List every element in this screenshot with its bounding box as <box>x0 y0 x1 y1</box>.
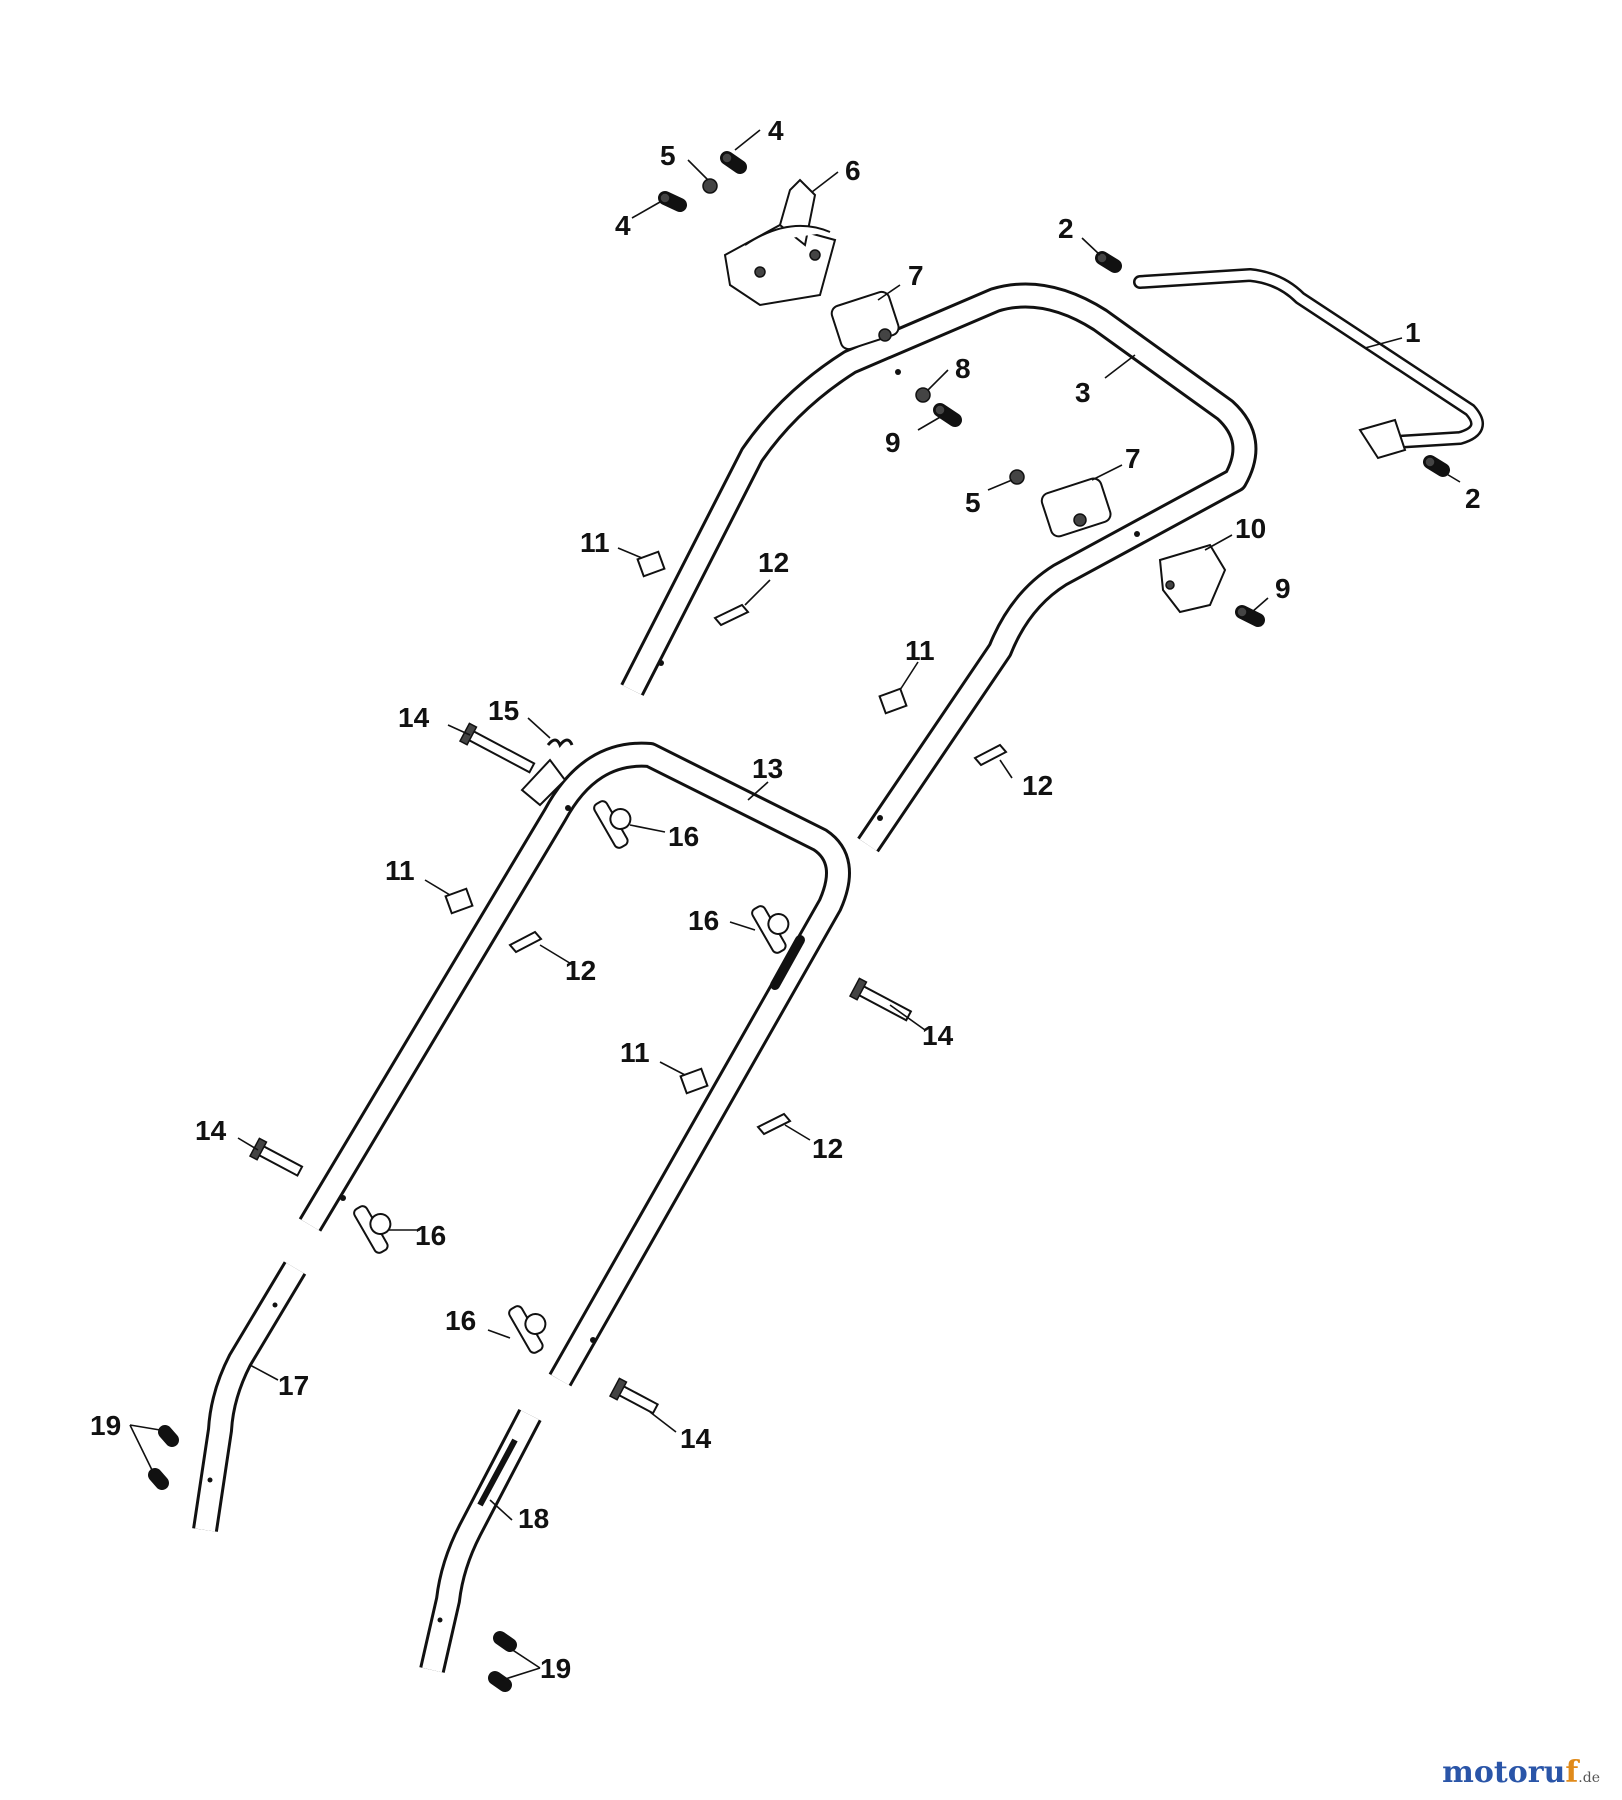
callout-6: 6 <box>845 155 861 186</box>
callout-12: 12 <box>1022 770 1053 801</box>
callout-16: 16 <box>445 1305 476 1336</box>
callout-5: 5 <box>965 487 981 518</box>
callout-3: 3 <box>1075 377 1091 408</box>
knob-part-16 <box>353 800 790 1354</box>
leader-lines <box>129 129 1461 1681</box>
lower-tube-part-17 <box>192 1261 307 1532</box>
callout-11: 11 <box>385 855 415 886</box>
lower-tube-part-18 <box>419 1408 542 1673</box>
callout-4: 4 <box>615 210 631 241</box>
clamp-part-7-upper <box>830 290 900 351</box>
clamp-part-7-lower <box>1040 477 1112 538</box>
spacer-part-11 <box>444 550 908 1095</box>
lower-handle-part-13 <box>298 741 851 1387</box>
callout-9: 9 <box>1275 573 1291 604</box>
callout-14: 14 <box>680 1423 712 1454</box>
cable-guide-part-10 <box>1158 543 1227 614</box>
watermark-main: motoru <box>1442 1755 1566 1790</box>
callout-16: 16 <box>415 1220 446 1251</box>
hardware <box>148 151 1450 1692</box>
callout-8: 8 <box>955 353 971 384</box>
callout-17: 17 <box>278 1370 309 1401</box>
callout-11: 11 <box>620 1037 650 1068</box>
callout-12: 12 <box>565 955 596 986</box>
callout-14: 14 <box>922 1020 954 1051</box>
callout-12: 12 <box>812 1133 843 1164</box>
callout-2: 2 <box>1465 483 1481 514</box>
upper-handle-part-3 <box>620 282 1258 853</box>
callout-14: 14 <box>195 1115 227 1146</box>
callout-13: 13 <box>752 753 783 784</box>
callout-4: 4 <box>768 115 784 146</box>
callout-10: 10 <box>1235 513 1266 544</box>
callout-labels: 4 5 6 4 2 7 1 8 3 9 7 2 5 10 11 12 9 11 … <box>90 115 1481 1684</box>
plate-part-12 <box>508 603 1008 1136</box>
watermark-accent: f <box>1565 1755 1579 1790</box>
callout-11: 11 <box>905 635 935 666</box>
callout-16: 16 <box>688 905 719 936</box>
callout-15: 15 <box>488 695 519 726</box>
callout-19: 19 <box>540 1653 571 1684</box>
callout-11: 11 <box>580 527 610 558</box>
callout-7: 7 <box>1125 443 1141 474</box>
watermark-tld: .de <box>1578 1770 1600 1786</box>
callout-19: 19 <box>90 1410 121 1441</box>
throttle-lever-part-6 <box>723 178 837 307</box>
callout-9: 9 <box>885 427 901 458</box>
callout-5: 5 <box>660 140 676 171</box>
control-rod-part-1 <box>1133 268 1484 460</box>
callout-7: 7 <box>908 260 924 291</box>
callout-12: 12 <box>758 547 789 578</box>
callout-2: 2 <box>1058 213 1074 244</box>
callout-16: 16 <box>668 821 699 852</box>
callout-14: 14 <box>398 702 430 733</box>
callout-1: 1 <box>1405 317 1421 348</box>
watermark-logo: motoruf.de <box>1442 1755 1600 1790</box>
callout-18: 18 <box>518 1503 549 1534</box>
